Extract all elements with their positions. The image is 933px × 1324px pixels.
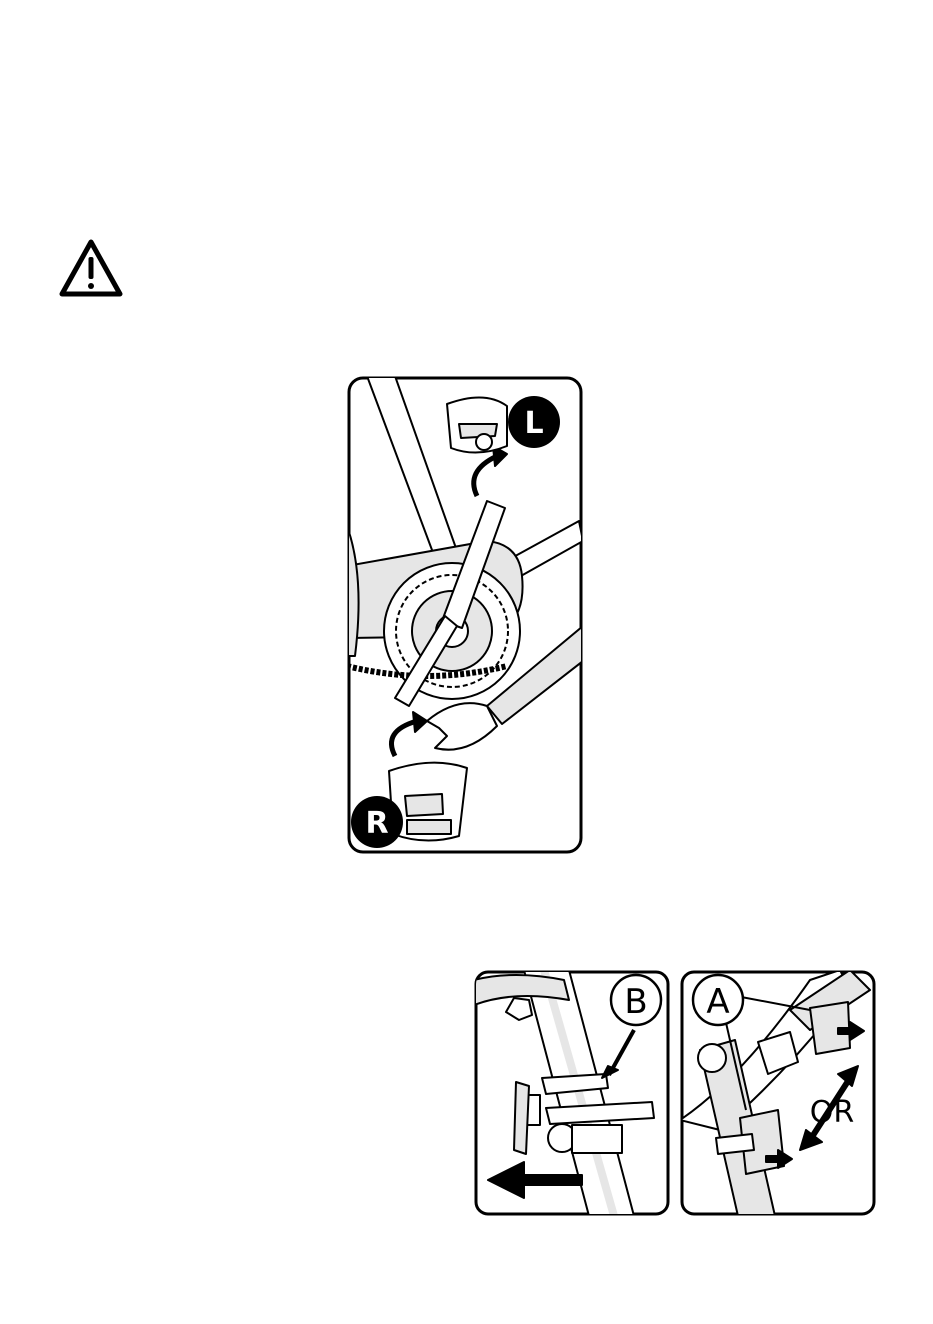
or-label: OR [810, 1095, 854, 1130]
reflector-panel-a: A OR [680, 970, 876, 1216]
panel-b-label: B [624, 982, 647, 1022]
left-pedal-badge: L [508, 396, 560, 448]
right-pedal-badge: R [351, 796, 403, 848]
reflector-panel-b: B [474, 970, 670, 1216]
left-pedal-label: L [524, 406, 543, 441]
panel-a-label: A [706, 982, 729, 1022]
warning-icon [57, 237, 125, 299]
pedal-installation-figure: L R [347, 376, 583, 854]
right-pedal-label: R [365, 806, 388, 841]
